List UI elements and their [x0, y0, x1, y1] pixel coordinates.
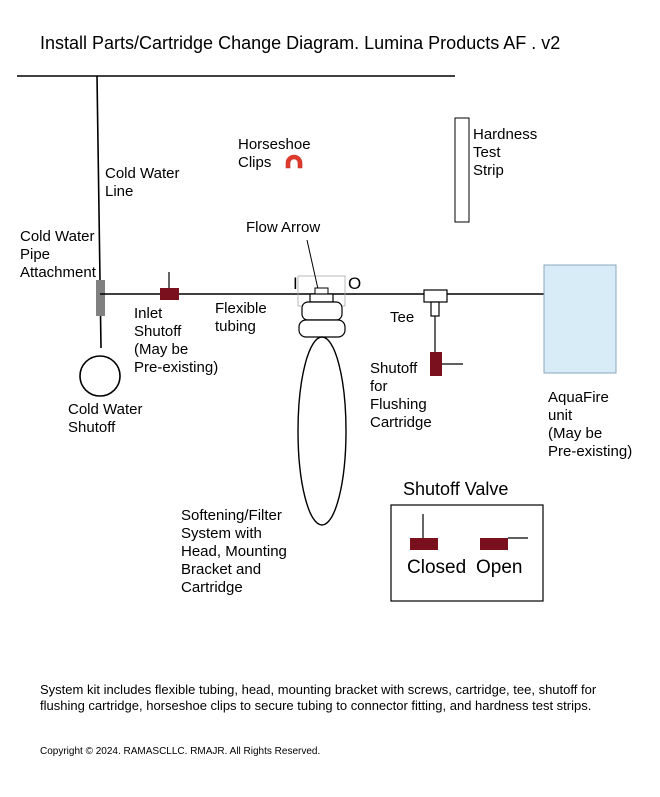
pipe-attachment-label: Cold Water Pipe Attachment — [20, 228, 96, 281]
inlet-marker: I — [293, 274, 298, 293]
closed-valve-icon — [410, 538, 438, 550]
softener-label: Softening/Filter System with Head, Mount… — [181, 507, 287, 596]
copyright: Copyright © 2024. RAMASCLLC. RMAJR. All … — [40, 746, 321, 757]
flush-shutoff-label: Shutoff for Flushing Cartridge — [370, 360, 432, 431]
cold-water-shutoff — [79, 355, 121, 397]
head-body — [301, 301, 343, 321]
cold-water-shutoff-label: Cold Water Shutoff — [68, 401, 143, 436]
flow-arrow-pointer — [306, 239, 319, 290]
valve-open-label: Open — [476, 557, 523, 578]
horseshoe-clips-label: Horseshoe Clips — [238, 136, 311, 171]
inlet-shutoff-valve — [160, 288, 179, 300]
open-valve-icon — [480, 538, 508, 550]
tee-stem — [430, 301, 440, 317]
flow-arrow-label: Flow Arrow — [246, 219, 321, 236]
page-title: Install Parts/Cartridge Change Diagram. … — [40, 33, 561, 53]
valve-legend-box — [390, 504, 544, 602]
inlet-shutoff-label: Inlet Shutoff (May be Pre-existing) — [134, 305, 219, 376]
pipe-attachment — [96, 280, 105, 316]
aquafire-label: AquaFire unit (May be Pre-existing) — [548, 389, 633, 460]
kit-note: System kit includes flexible tubing, hea… — [40, 682, 597, 713]
flexible-tubing-label: Flexible tubing — [215, 300, 267, 335]
head-base — [298, 319, 346, 338]
outlet-marker: O — [348, 274, 362, 293]
aquafire-unit — [543, 264, 617, 374]
valve-legend-title: Shutoff Valve — [403, 479, 509, 499]
cold-water-line-label: Cold Water Line — [105, 165, 180, 200]
cartridge — [297, 336, 347, 526]
tee-top — [423, 289, 448, 303]
flow-arrow-tab — [314, 287, 329, 295]
flush-shutoff-valve — [430, 352, 442, 376]
head-top — [309, 293, 334, 303]
valve-closed-label: Closed — [407, 557, 467, 578]
hardness-test-strip — [454, 117, 470, 223]
tee-label: Tee — [390, 309, 415, 326]
horseshoe-clip-icon — [285, 154, 303, 169]
hardness-strip-label: Hardness Test Strip — [473, 126, 538, 179]
